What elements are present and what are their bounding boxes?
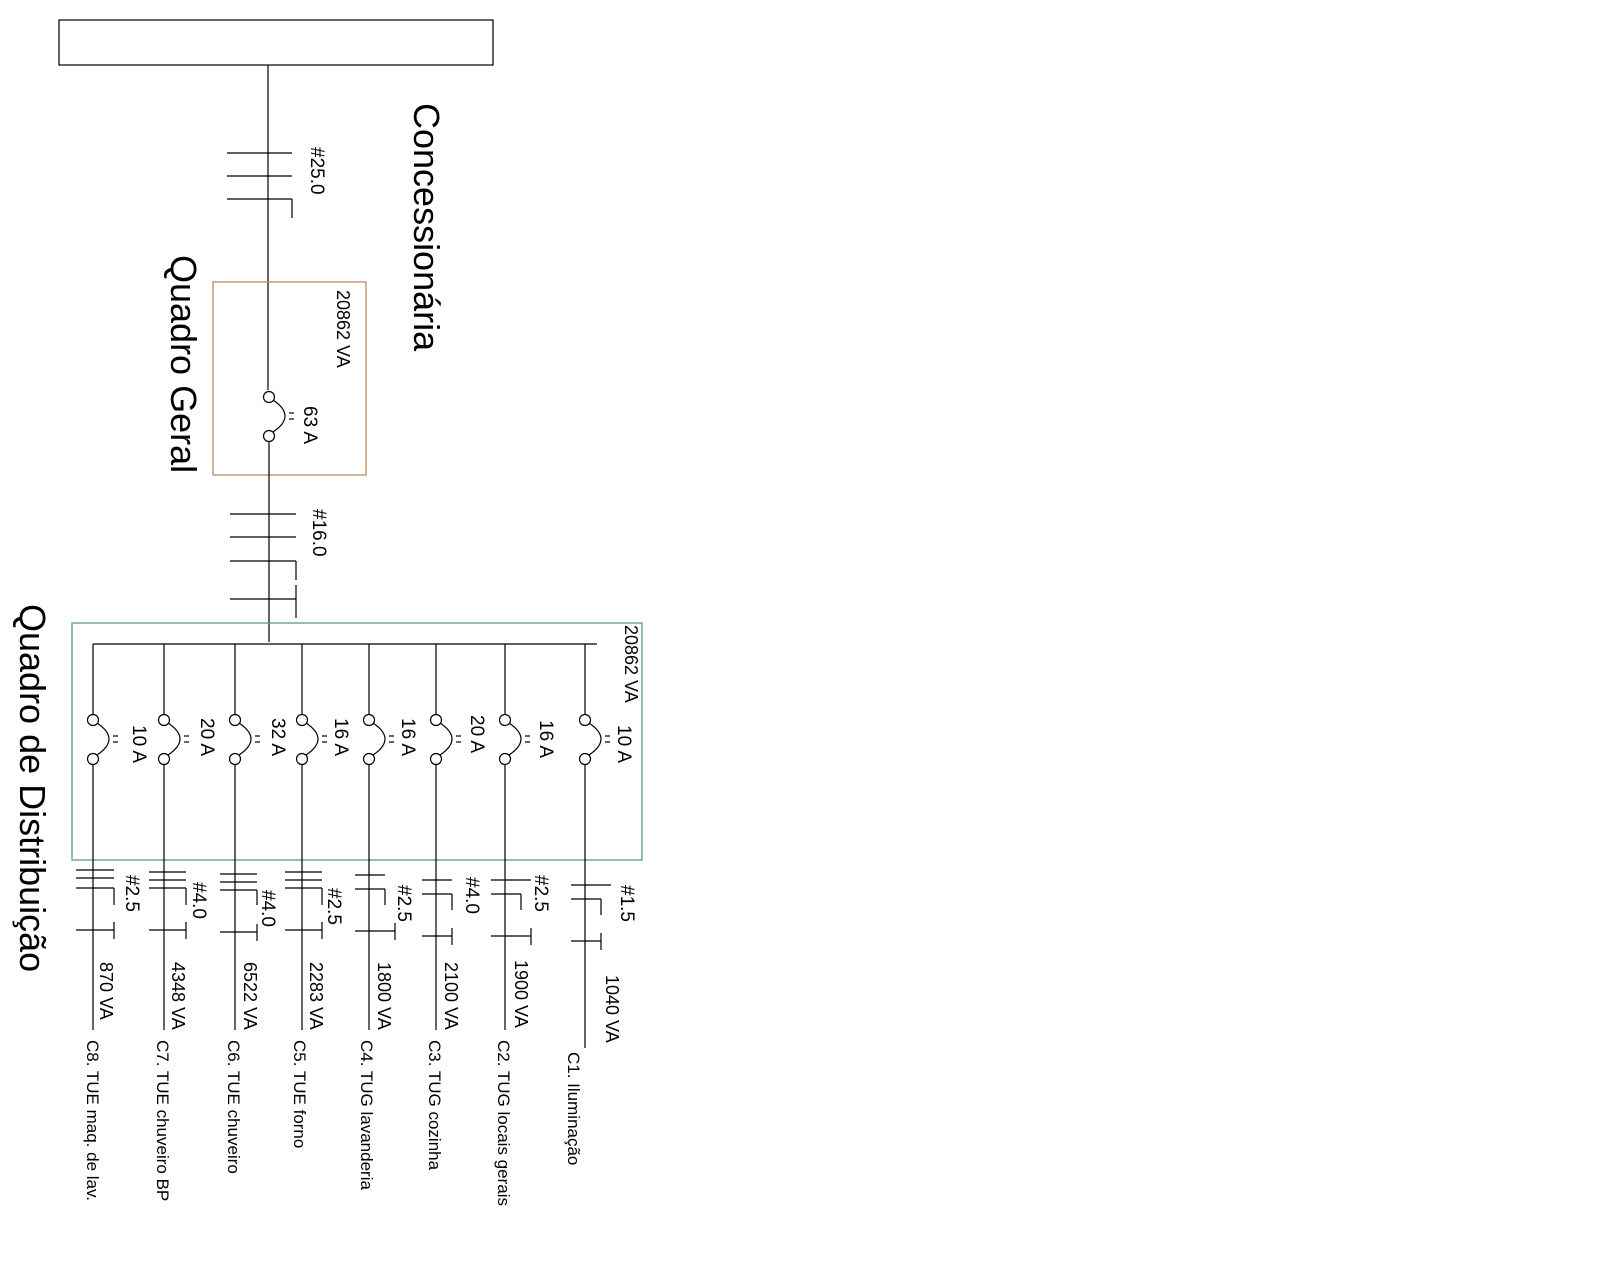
circuit-breaker-rating: 16 A	[397, 718, 418, 756]
circuit: 16 A #2.5 2283 VA C5. TUE forno	[285, 644, 351, 1148]
circuit-cable-gauge: #2.5	[393, 885, 414, 922]
concessionaria-box	[58, 19, 494, 66]
circuit-cable-gauge: #4.0	[188, 882, 209, 919]
circuit: 10 A #2.5 870 VA C8. TUE maq. de lav.	[76, 644, 149, 1201]
service-cable-ticks	[227, 152, 293, 218]
circuit: 16 A #2.5 1900 VA C2. TUG locais gerais	[491, 644, 556, 1206]
circuit-load: 4348 VA	[168, 962, 188, 1030]
circuit: 20 A #4.0 4348 VA C7. TUE chuveiro BP	[149, 644, 217, 1201]
circuit-cable-gauge: #4.0	[461, 877, 482, 914]
circuit-load: 2100 VA	[441, 962, 461, 1030]
circuit-cable-gauge: #2.5	[530, 875, 551, 912]
quadro-distribuicao-total-load: 20862 VA	[621, 625, 641, 703]
quadro-geral-total-load: 20862 VA	[333, 290, 353, 368]
circuit-load: 1040 VA	[602, 975, 622, 1043]
circuit-load: 1800 VA	[374, 962, 394, 1030]
feeder-cable-gauge: #16.0	[308, 509, 329, 557]
circuit-description: C7. TUE chuveiro BP	[153, 1040, 172, 1201]
circuit-cable-gauge: #2.5	[323, 888, 344, 925]
circuit-cable-gauge: #2.5	[121, 875, 142, 912]
circuit-load: 870 VA	[96, 962, 116, 1020]
circuit-breaker-rating: 16 A	[330, 718, 351, 756]
circuit-cable-gauge: #4.0	[257, 890, 278, 927]
circuit-description: C3. TUG cozinha	[425, 1040, 444, 1171]
circuit: 20 A #4.0 2100 VA C3. TUG cozinha	[422, 644, 487, 1171]
circuit-description: C5. TUE forno	[290, 1040, 309, 1148]
circuit-description: C6. TUE chuveiro	[224, 1040, 243, 1174]
circuit-description: C4. TUG lavanderia	[357, 1040, 376, 1190]
circuit: 32 A #4.0 6522 VA C6. TUE chuveiro	[220, 644, 288, 1174]
circuit-breaker-rating: 10 A	[128, 725, 149, 763]
circuit: 10 A #1.5 1040 VA C1. Iluminação	[564, 644, 637, 1165]
quadro-distribuicao-label: Quadro de Distribuição	[12, 604, 53, 972]
circuit-breaker-rating: 20 A	[196, 718, 217, 756]
quadro-distribuicao-box	[71, 622, 643, 861]
circuit-description: C1. Iluminação	[564, 1052, 583, 1165]
circuit-breaker-rating: 20 A	[466, 715, 487, 753]
circuit-description: C8. TUE maq. de lav.	[83, 1040, 102, 1201]
circuit-breaker-rating: 32 A	[267, 718, 288, 756]
service-cable-gauge: #25.0	[306, 147, 327, 195]
quadro-geral-label: Quadro Geral	[163, 255, 204, 473]
main-breaker-rating: 63 A	[299, 406, 320, 444]
circuit-breaker-rating: 16 A	[535, 720, 556, 758]
main-breaker-symbol	[262, 390, 294, 443]
circuit-load: 6522 VA	[240, 962, 260, 1030]
circuit-description: C2. TUG locais gerais	[494, 1040, 513, 1206]
circuit: 16 A #2.5 1800 VA C4. TUG lavanderia	[355, 644, 418, 1190]
circuit-cable-gauge: #1.5	[616, 885, 637, 922]
circuit-load: 2283 VA	[306, 962, 326, 1030]
circuit-load: 1900 VA	[511, 960, 531, 1028]
concessionaria-label: Concessionária	[406, 103, 447, 352]
quadro-geral-box	[212, 281, 367, 476]
circuit-breaker-rating: 10 A	[613, 725, 634, 763]
feeder-cable-ticks	[230, 513, 297, 618]
